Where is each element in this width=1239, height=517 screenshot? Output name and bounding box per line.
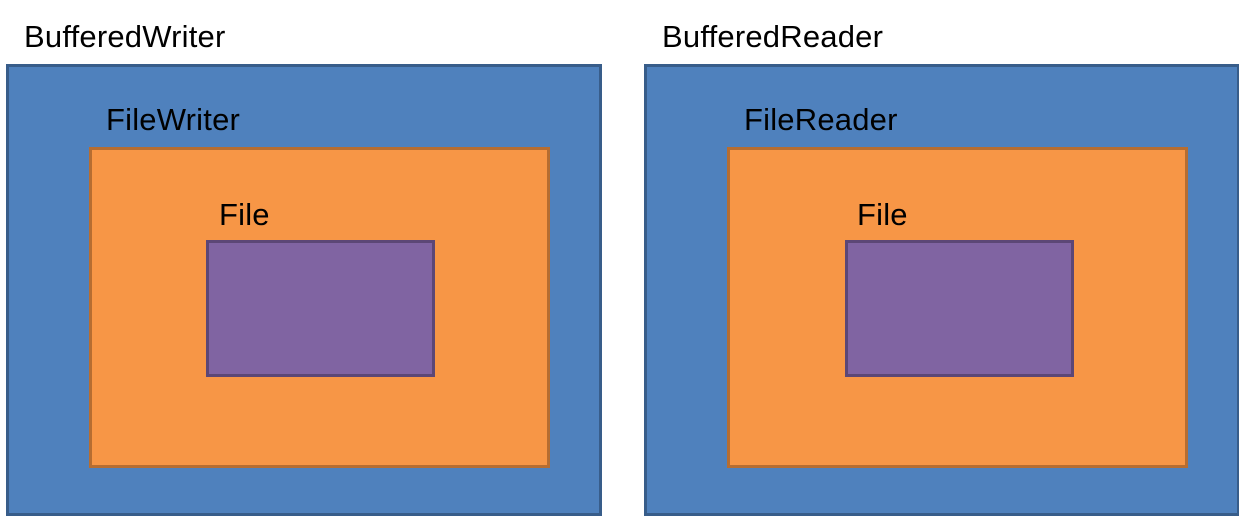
bufferedreader-label: BufferedReader	[662, 19, 884, 54]
filewriter-label: FileWriter	[106, 102, 241, 137]
file-label-writer: File	[219, 197, 270, 232]
file-box-writer	[206, 240, 435, 377]
filereader-label: FileReader	[744, 102, 898, 137]
bufferedwriter-label: BufferedWriter	[24, 19, 226, 54]
file-box-reader	[845, 240, 1074, 377]
file-label-reader: File	[857, 197, 908, 232]
